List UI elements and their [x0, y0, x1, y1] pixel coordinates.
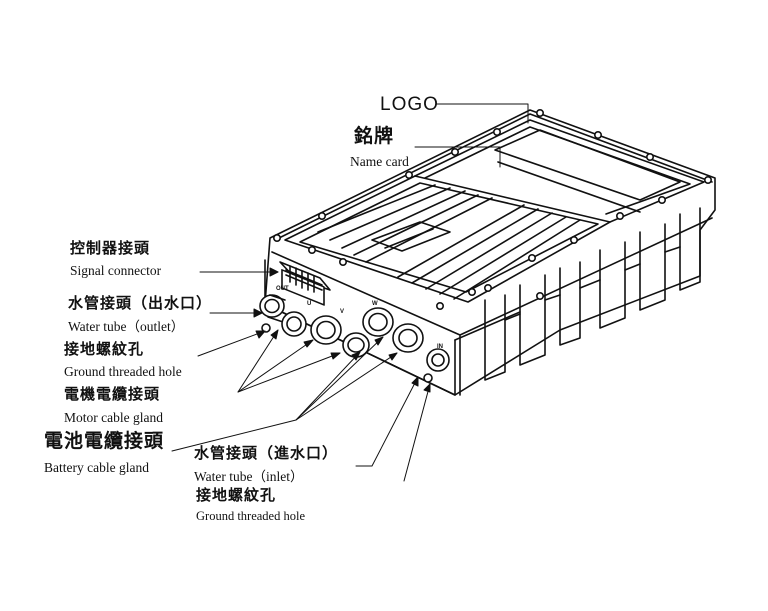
out-mark: OUT — [276, 286, 289, 292]
ground-hole-1-label-zh: 接地螺紋孔 — [64, 340, 145, 358]
name-card-label-zh: 銘牌 — [354, 125, 395, 147]
u-mark: U — [307, 301, 311, 307]
name-plate — [494, 129, 681, 213]
battery-gland-label-en: Battery cable gland — [44, 460, 149, 475]
arrowheads — [253, 267, 431, 393]
battery-gland-label-zh: 電池電纜接頭 — [44, 430, 165, 452]
signal-connector-label-en: Signal connector — [70, 263, 162, 278]
water-inlet-label-en: Water tube（inlet） — [194, 469, 304, 484]
motor-gland-label-en: Motor cable gland — [64, 410, 163, 425]
cover-screws — [272, 109, 712, 310]
ground-hole-2-label-en: Ground threaded hole — [196, 509, 305, 523]
name-card-label-en: Name card — [350, 154, 409, 169]
leader-lines — [171, 103, 529, 482]
w-mark: W — [372, 301, 378, 307]
signal-connector — [279, 261, 331, 306]
water-outlet-label-en: Water tube（outlet） — [68, 319, 185, 334]
ground-hole-2-label-zh: 接地螺紋孔 — [196, 486, 277, 504]
water-inlet-label-zh: 水管接頭（進水口） — [194, 444, 339, 462]
v-mark: V — [340, 309, 344, 315]
signal-connector-label-zh: 控制器接頭 — [70, 239, 151, 257]
motor-gland-label-zh: 電機電纜接頭 — [64, 385, 161, 403]
front-glands — [259, 294, 450, 383]
ground-hole-1-label-en: Ground threaded hole — [64, 364, 182, 379]
water-outlet-label-zh: 水管接頭（出水口） — [68, 294, 213, 312]
in-mark: IN — [437, 344, 443, 350]
logo-label: LOGO — [380, 94, 439, 115]
